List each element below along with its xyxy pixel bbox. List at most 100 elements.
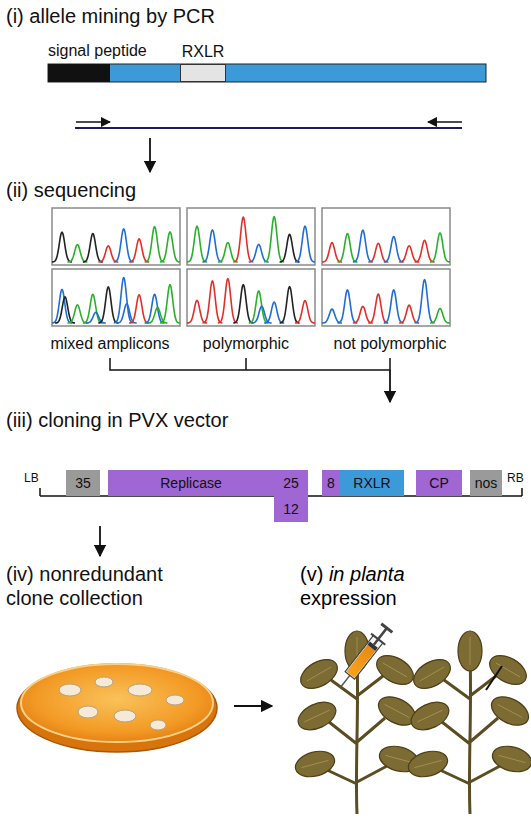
step-heading: (i) allele mining by PCR — [6, 4, 336, 28]
node-label: signal peptide — [48, 42, 147, 60]
chromatograms — [52, 208, 450, 326]
effector-box: RXLR — [340, 470, 404, 496]
petri-dish — [17, 664, 217, 752]
border-tick — [521, 488, 523, 496]
leaf-vein — [385, 704, 410, 717]
trace-peak — [202, 281, 222, 323]
trace-peak — [145, 226, 165, 261]
trace-peak — [384, 290, 404, 323]
trace-peak — [280, 287, 300, 323]
leaf — [296, 654, 343, 695]
chromatogram-frame — [322, 269, 450, 326]
node-label: RXLR — [353, 475, 390, 491]
trace-peak — [322, 243, 342, 262]
step-heading: (iv) nonredundant clone collection — [6, 562, 206, 610]
trace-peak — [415, 280, 435, 323]
leaf — [406, 747, 451, 781]
wound-stick — [486, 666, 502, 690]
plant — [406, 631, 531, 814]
heading-group: (v)in plantaexpression — [300, 562, 490, 610]
node-label: 8 — [327, 475, 335, 491]
trace-peak — [249, 244, 269, 262]
flow-arrow — [389, 370, 391, 402]
trace-peak — [98, 287, 118, 323]
trace-peak — [114, 229, 134, 262]
forward-primer — [76, 121, 110, 123]
trace-peak — [83, 234, 103, 262]
gene-bar — [48, 64, 486, 82]
leaf-vein — [498, 755, 525, 762]
flow-arrow — [99, 526, 101, 556]
node-label: RXLR — [182, 43, 225, 61]
trace-peak — [67, 305, 87, 323]
trace-peak — [233, 284, 253, 322]
leaf-vein — [304, 710, 329, 722]
leaf-vein — [414, 760, 441, 767]
node-label: 12 — [283, 501, 299, 517]
coat-protein-box: CP — [416, 470, 462, 496]
flow-arrow — [234, 705, 272, 707]
trace-peak — [187, 226, 207, 262]
chromatogram-frame — [322, 208, 450, 265]
leaf — [458, 631, 482, 671]
trace-peak — [218, 242, 238, 262]
trace-peak — [337, 234, 357, 262]
node-label: Replicase — [160, 475, 221, 491]
trace-peak — [430, 233, 450, 262]
trace-peak — [295, 226, 315, 262]
border-label: LB — [24, 471, 54, 485]
category-label: polymorphic — [181, 334, 311, 353]
trace-peak — [233, 217, 253, 262]
trace-peak — [129, 295, 149, 323]
trace-peak — [399, 305, 419, 323]
replicase-box: Replicase — [108, 470, 274, 496]
leaf — [490, 742, 531, 776]
leaf — [407, 697, 453, 736]
leaf-vein — [307, 667, 331, 681]
leaf-vein — [420, 667, 444, 681]
trace-peak — [368, 243, 388, 262]
trace-peak — [280, 234, 300, 262]
tgb-box: 25 — [274, 470, 308, 496]
tgb-box: 8 — [322, 470, 340, 496]
chromatogram-frame — [187, 208, 315, 265]
category-label: not polymorphic — [320, 334, 460, 353]
trace-peak — [264, 217, 284, 262]
leaf-vein — [417, 710, 442, 722]
trace-peak — [52, 232, 72, 262]
leaf — [293, 747, 338, 781]
leaf — [485, 650, 531, 691]
trace-peak — [384, 237, 404, 262]
tgb-box: 12 — [274, 496, 308, 522]
step-heading: (ii) sequencing — [6, 178, 256, 202]
trace-peak — [415, 240, 435, 262]
flow-arrow — [149, 138, 151, 172]
plant-stem — [440, 654, 500, 814]
step-heading: (v) — [300, 562, 323, 586]
leaf-vein — [301, 760, 328, 767]
leaf — [294, 697, 340, 736]
leaf-vein — [470, 637, 471, 665]
trace-peak — [322, 309, 342, 323]
leaf-vein — [383, 663, 407, 677]
syringe — [333, 623, 394, 694]
trace-peak — [264, 302, 284, 323]
chromatogram-frame — [52, 269, 180, 326]
chromatogram-frame — [52, 208, 180, 265]
trace-peak — [430, 309, 450, 323]
leaf-vein — [385, 755, 412, 762]
trace-peak — [67, 244, 87, 262]
trace-peak — [187, 300, 207, 323]
category-label: mixed amplicons — [40, 334, 180, 353]
plant — [293, 631, 422, 814]
step-heading: expression — [300, 586, 397, 610]
trace-peak — [353, 230, 373, 262]
node-label: nos — [475, 475, 498, 491]
trace-peak — [160, 285, 180, 323]
trace-peak — [218, 279, 238, 323]
border-tick — [39, 488, 41, 496]
trace-peak — [337, 290, 357, 323]
chromatogram-frame — [187, 269, 315, 326]
terminator-box: nos — [470, 470, 502, 496]
